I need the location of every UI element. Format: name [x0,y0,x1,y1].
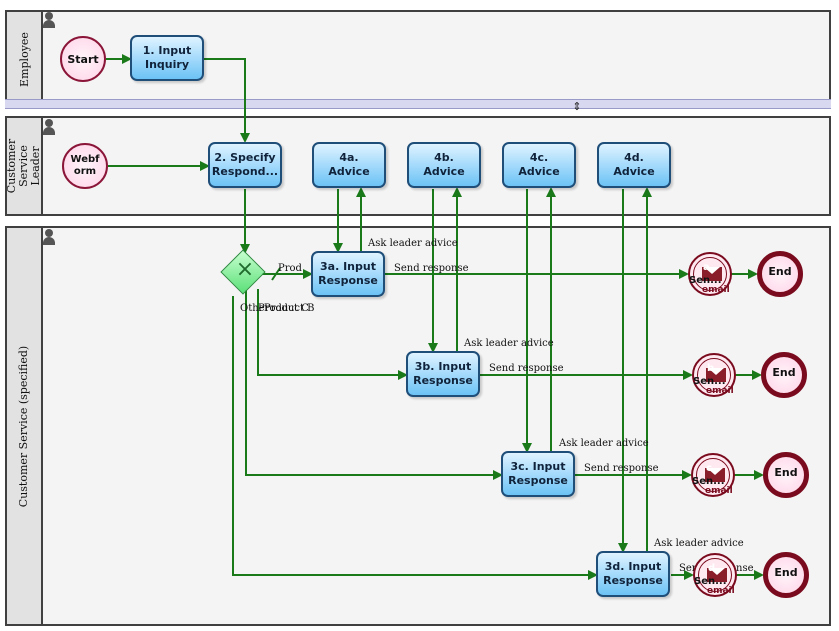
task-3d-input-response[interactable]: 3d. Input Response [596,551,670,597]
flow-label-prod: Prod [278,263,302,274]
start-label: Start [67,52,99,66]
task-label: 4c. Advice [518,151,560,178]
task-3a-input-response[interactable]: 3a. Input Response [311,251,385,297]
task-label: 2. Specify Respond... [211,151,279,178]
gateway-x-icon: × [235,257,255,282]
msg-type: email [702,285,730,295]
webform-start-event[interactable]: Webform [62,143,108,189]
person-icon [43,12,55,28]
envelope-icon [688,252,732,296]
end-label: End [772,365,796,379]
task-1-input-inquiry[interactable]: 1. Input Inquiry [130,35,204,81]
default-flow-slash [271,267,281,281]
end-label: End [774,465,798,479]
task-label: 3c. Input Response [508,460,568,487]
start-event[interactable]: Start [60,36,106,82]
task-4a-advice[interactable]: 4a. Advice [312,142,386,188]
flow-label-product-c: Product C [258,303,309,314]
lane-header [7,12,43,107]
task-2-specify-respond[interactable]: 2. Specify Respond... [208,142,282,188]
flow-gateway-to-3d [232,296,598,580]
task-label: 3b. Input Response [413,360,473,387]
flow-label-send-a: Send response [394,263,469,274]
task-4b-advice[interactable]: 4b. Advice [407,142,481,188]
msg-type: email [707,586,735,596]
envelope-icon [693,553,737,597]
flow-label-ask-d: Ask leader advice [654,538,744,549]
flow-label-send-b: Send response [489,363,564,374]
lane-header [7,118,43,214]
end-label: End [774,565,798,579]
flow-label-product-b: Product B [264,303,315,314]
lane-header [7,228,43,624]
lane-customer-service-leader: Customer Service Leader [5,116,831,216]
envelope-icon [692,353,736,397]
end-event-a[interactable]: End [757,251,803,297]
msg-type: email [705,486,733,496]
msg-letter: a [703,262,710,273]
lane-customer-service-specified: Customer Service (specified) [5,226,831,626]
lane-resize-bar[interactable] [5,99,831,109]
flow-gateway-to-3c [245,290,503,480]
person-icon [43,229,55,245]
send-email-b[interactable]: b Sen... email [692,353,736,401]
end-event-b[interactable]: End [761,352,807,398]
task-3c-input-response[interactable]: 3c. Input Response [501,451,575,497]
end-event-c[interactable]: End [763,452,809,498]
flow-label-send-c: Send response [584,463,659,474]
msg-name: Sen... [693,376,726,387]
task-label: 3a. Input Response [318,260,378,287]
flow-gateway-to-3b [257,289,408,380]
msg-letter: b [707,363,715,374]
flow-label-ask-a: Ask leader advice [368,238,458,249]
msg-name: Sen... [692,476,725,487]
send-email-a[interactable]: a Sen... email [688,252,732,300]
task-label: 1. Input Inquiry [142,44,192,71]
msg-letter: d [708,563,716,574]
task-label: 4a. Advice [328,151,370,178]
task-label: 3d. Input Response [603,560,663,587]
task-4c-advice[interactable]: 4c. Advice [502,142,576,188]
msg-type: email [706,386,734,396]
msg-letter: c [706,463,712,474]
task-3b-input-response[interactable]: 3b. Input Response [406,351,480,397]
flow-1-to-2 [203,58,250,143]
flow-label-other: Other [240,303,270,314]
msg-name: Sen... [689,275,722,286]
task-label: 4b. Advice [423,151,465,178]
end-event-d[interactable]: End [763,552,809,598]
webform-label: Webform [70,154,100,177]
end-label: End [768,264,792,278]
send-email-d[interactable]: d Sen... email [693,553,737,601]
envelope-icon [691,453,735,497]
resize-handle-icon[interactable]: ⇕ [572,100,582,113]
task-label: 4d. Advice [613,151,655,178]
flow-label-ask-c: Ask leader advice [559,438,649,449]
task-4d-advice[interactable]: 4d. Advice [597,142,671,188]
msg-name: Sen... [694,576,727,587]
flow-label-ask-b: Ask leader advice [464,338,554,349]
person-icon [43,119,55,135]
send-email-c[interactable]: c Sen... email [691,453,735,501]
